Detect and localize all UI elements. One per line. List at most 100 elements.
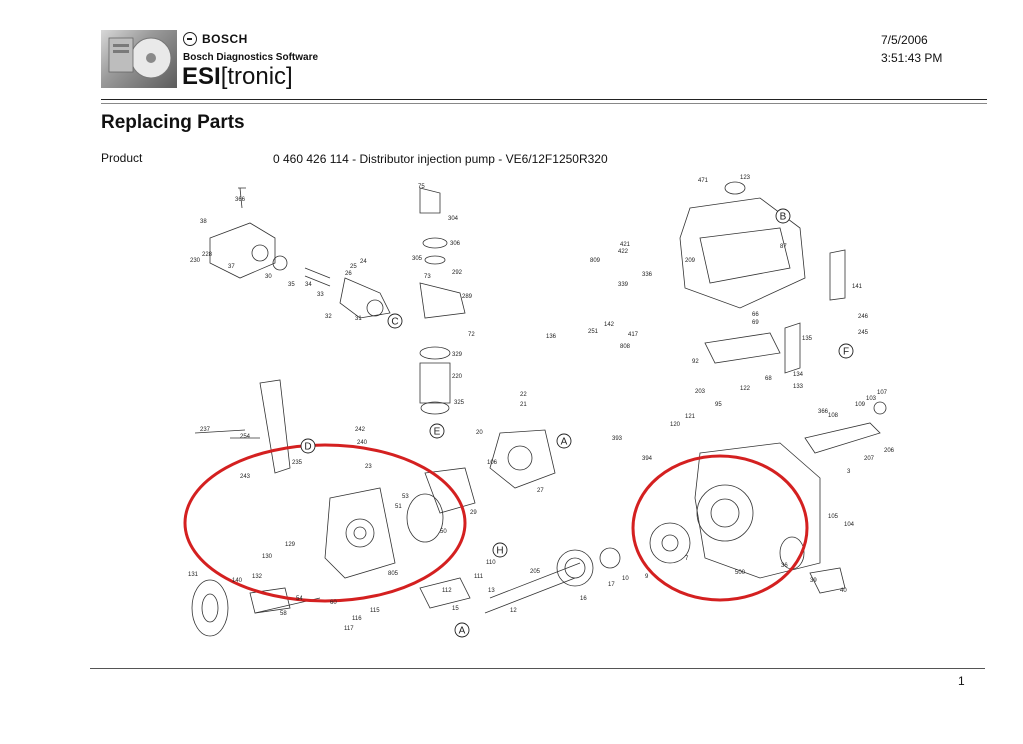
callout-141: 141 — [852, 284, 863, 290]
callout-letter-d: D — [300, 438, 316, 454]
callout-421: 421 — [620, 242, 631, 248]
callout-205: 205 — [530, 569, 541, 575]
callout-letter-c: C — [387, 313, 403, 329]
callout-135: 135 — [802, 336, 813, 342]
callout-805: 805 — [388, 571, 399, 577]
callout-10: 10 — [622, 576, 629, 582]
callout-122: 122 — [740, 386, 751, 392]
callout-292: 292 — [452, 270, 463, 276]
callout-106: 106 — [487, 460, 498, 466]
cd-disc-icon — [108, 37, 172, 79]
footer-divider — [90, 668, 985, 669]
callout-54: 54 — [296, 596, 303, 602]
header-divider-secondary — [101, 103, 987, 104]
callout-21: 21 — [520, 402, 527, 408]
svg-text:C: C — [391, 317, 398, 328]
page-title: Replacing Parts — [101, 112, 245, 133]
callout-140: 140 — [232, 578, 243, 584]
callout-305: 305 — [412, 256, 423, 262]
callout-68: 68 — [765, 376, 772, 382]
callout-251: 251 — [588, 329, 599, 335]
callout-letter-a: A — [556, 433, 572, 449]
callout-246: 246 — [858, 314, 869, 320]
highlight-ring-left — [183, 443, 467, 603]
callout-104: 104 — [844, 522, 855, 528]
callout-206: 206 — [884, 448, 895, 454]
product-logo: ESI[tronic] — [182, 63, 293, 91]
callout-230: 230 — [190, 258, 201, 264]
svg-text:D: D — [304, 442, 311, 453]
callout-240: 240 — [357, 440, 368, 446]
callout-12: 12 — [510, 608, 517, 614]
callout-66: 66 — [752, 312, 759, 318]
highlight-ring-right — [631, 454, 809, 602]
callout-254: 254 — [240, 434, 251, 440]
callout-75: 75 — [418, 184, 425, 190]
callout-131: 131 — [188, 572, 199, 578]
callout-33: 33 — [317, 292, 324, 298]
callout-60: 60 — [330, 600, 337, 606]
callout-121: 121 — [685, 414, 696, 420]
callout-500: 500 — [735, 570, 746, 576]
callout-53: 53 — [402, 494, 409, 500]
callout-26: 26 — [345, 271, 352, 277]
callout-51: 51 — [395, 504, 402, 510]
callout-95: 95 — [715, 402, 722, 408]
callout-110: 110 — [486, 560, 496, 566]
svg-text:A: A — [561, 437, 568, 448]
callout-394: 394 — [642, 456, 653, 462]
callout-339: 339 — [618, 282, 629, 288]
highlight-rings — [183, 443, 809, 603]
callout-17: 17 — [608, 582, 615, 588]
callout-39: 39 — [810, 578, 817, 584]
callout-27: 27 — [537, 488, 544, 494]
callout-129: 129 — [285, 542, 296, 548]
callout-30: 30 — [265, 274, 272, 280]
svg-text:F: F — [843, 347, 849, 358]
callout-304: 304 — [448, 216, 459, 222]
callout-111: 111 — [474, 574, 484, 580]
callout-209: 209 — [685, 258, 696, 264]
callout-808: 808 — [620, 344, 631, 350]
callout-109: 109 — [855, 402, 866, 408]
svg-text:B: B — [780, 212, 787, 223]
callout-366: 366 — [235, 197, 246, 203]
svg-text:H: H — [496, 546, 503, 557]
print-time: 3:51:43 PM — [881, 51, 943, 65]
callout-13: 13 — [488, 588, 495, 594]
callout-letter-e: E — [429, 423, 445, 439]
print-date: 7/5/2006 — [881, 33, 928, 47]
callout-31: 31 — [355, 316, 362, 322]
callout-58: 58 — [280, 611, 287, 617]
callout-134: 134 — [793, 372, 804, 378]
callout-207: 207 — [864, 456, 875, 462]
callout-20: 20 — [476, 430, 483, 436]
callout-243: 243 — [240, 474, 251, 480]
product-logo-rest: [tronic] — [220, 63, 293, 90]
callout-289: 289 — [462, 294, 473, 300]
callout-92: 92 — [692, 359, 699, 365]
product-label: Product — [101, 151, 143, 165]
callout-112: 112 — [442, 588, 452, 594]
callout-336: 336 — [642, 272, 653, 278]
callout-237: 237 — [200, 427, 211, 433]
callout-36: 36 — [781, 563, 788, 569]
bosch-logo-icon — [183, 32, 197, 46]
callout-25: 25 — [350, 264, 357, 270]
callout-393: 393 — [612, 436, 623, 442]
product-logo-bold: ESI — [182, 63, 221, 90]
callout-245: 245 — [858, 330, 869, 336]
callout-130: 130 — [262, 554, 273, 560]
product-value: 0 460 426 114 - Distributor injection pu… — [273, 152, 608, 166]
callout-116: 116 — [352, 616, 362, 622]
callout-38: 38 — [200, 219, 207, 225]
callout-73: 73 — [424, 274, 431, 280]
callout-142: 142 — [604, 322, 615, 328]
page-number: 1 — [958, 674, 965, 688]
callout-letter-f: F — [838, 343, 854, 359]
callout-3: 3 — [847, 469, 851, 475]
header-divider — [101, 99, 987, 100]
